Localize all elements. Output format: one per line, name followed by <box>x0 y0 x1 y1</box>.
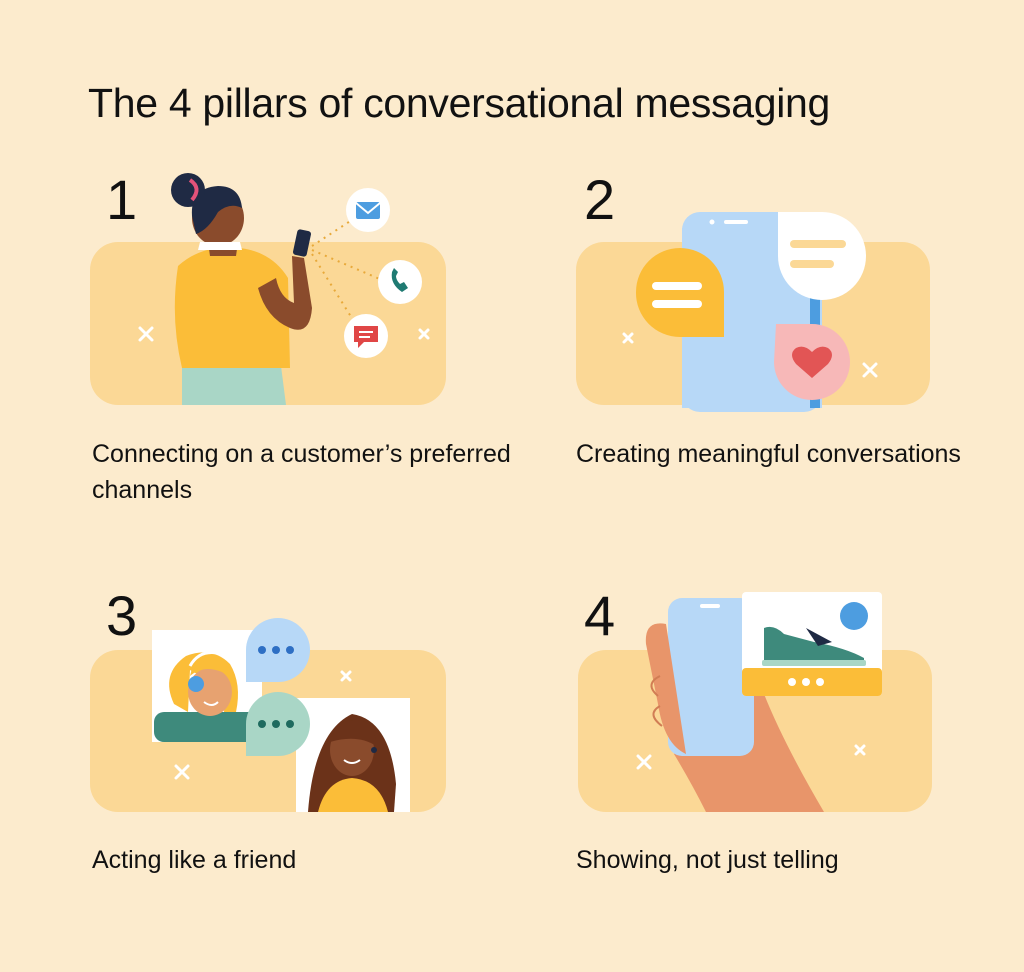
pillar-number: 1 <box>106 168 138 231</box>
pillar-1: 1 Connecting on a customer’s preferred c… <box>90 168 511 528</box>
typing-bubble-icon <box>246 692 310 756</box>
pillar-3: 3 Acting like a friend <box>90 584 510 944</box>
pillar-2: 2 Creating meaningful conversations <box>574 168 994 528</box>
customer-icon <box>308 714 396 812</box>
phone-icon <box>378 260 422 304</box>
chat-bubble-icon <box>635 248 724 337</box>
hand-holding-phone-icon <box>578 592 932 812</box>
sneaker-card-icon <box>742 592 882 696</box>
pillar-caption: Acting like a friend <box>92 846 297 874</box>
pillar-number: 2 <box>584 168 616 231</box>
pillar-caption: Creating meaningful conversations <box>576 440 961 468</box>
page-title: The 4 pillars of conversational messagin… <box>88 80 831 126</box>
pillar-caption: Showing, not just telling <box>576 846 839 874</box>
email-icon <box>346 188 390 232</box>
chat-icon <box>344 314 388 358</box>
pillar-caption: Connecting on a customer’s preferred cha… <box>92 440 511 504</box>
pillar-number: 3 <box>106 584 138 647</box>
pillar-number: 4 <box>584 584 616 647</box>
agent-with-headset-icon <box>90 618 446 812</box>
chat-bubble-icon <box>778 212 866 300</box>
phone-screen-icon <box>576 212 930 412</box>
pillar-4: 4 Showing, not just telling <box>574 584 994 944</box>
typing-bubble-icon <box>246 618 310 682</box>
woman-with-phone-icon <box>90 173 446 405</box>
heart-icon <box>774 324 850 400</box>
